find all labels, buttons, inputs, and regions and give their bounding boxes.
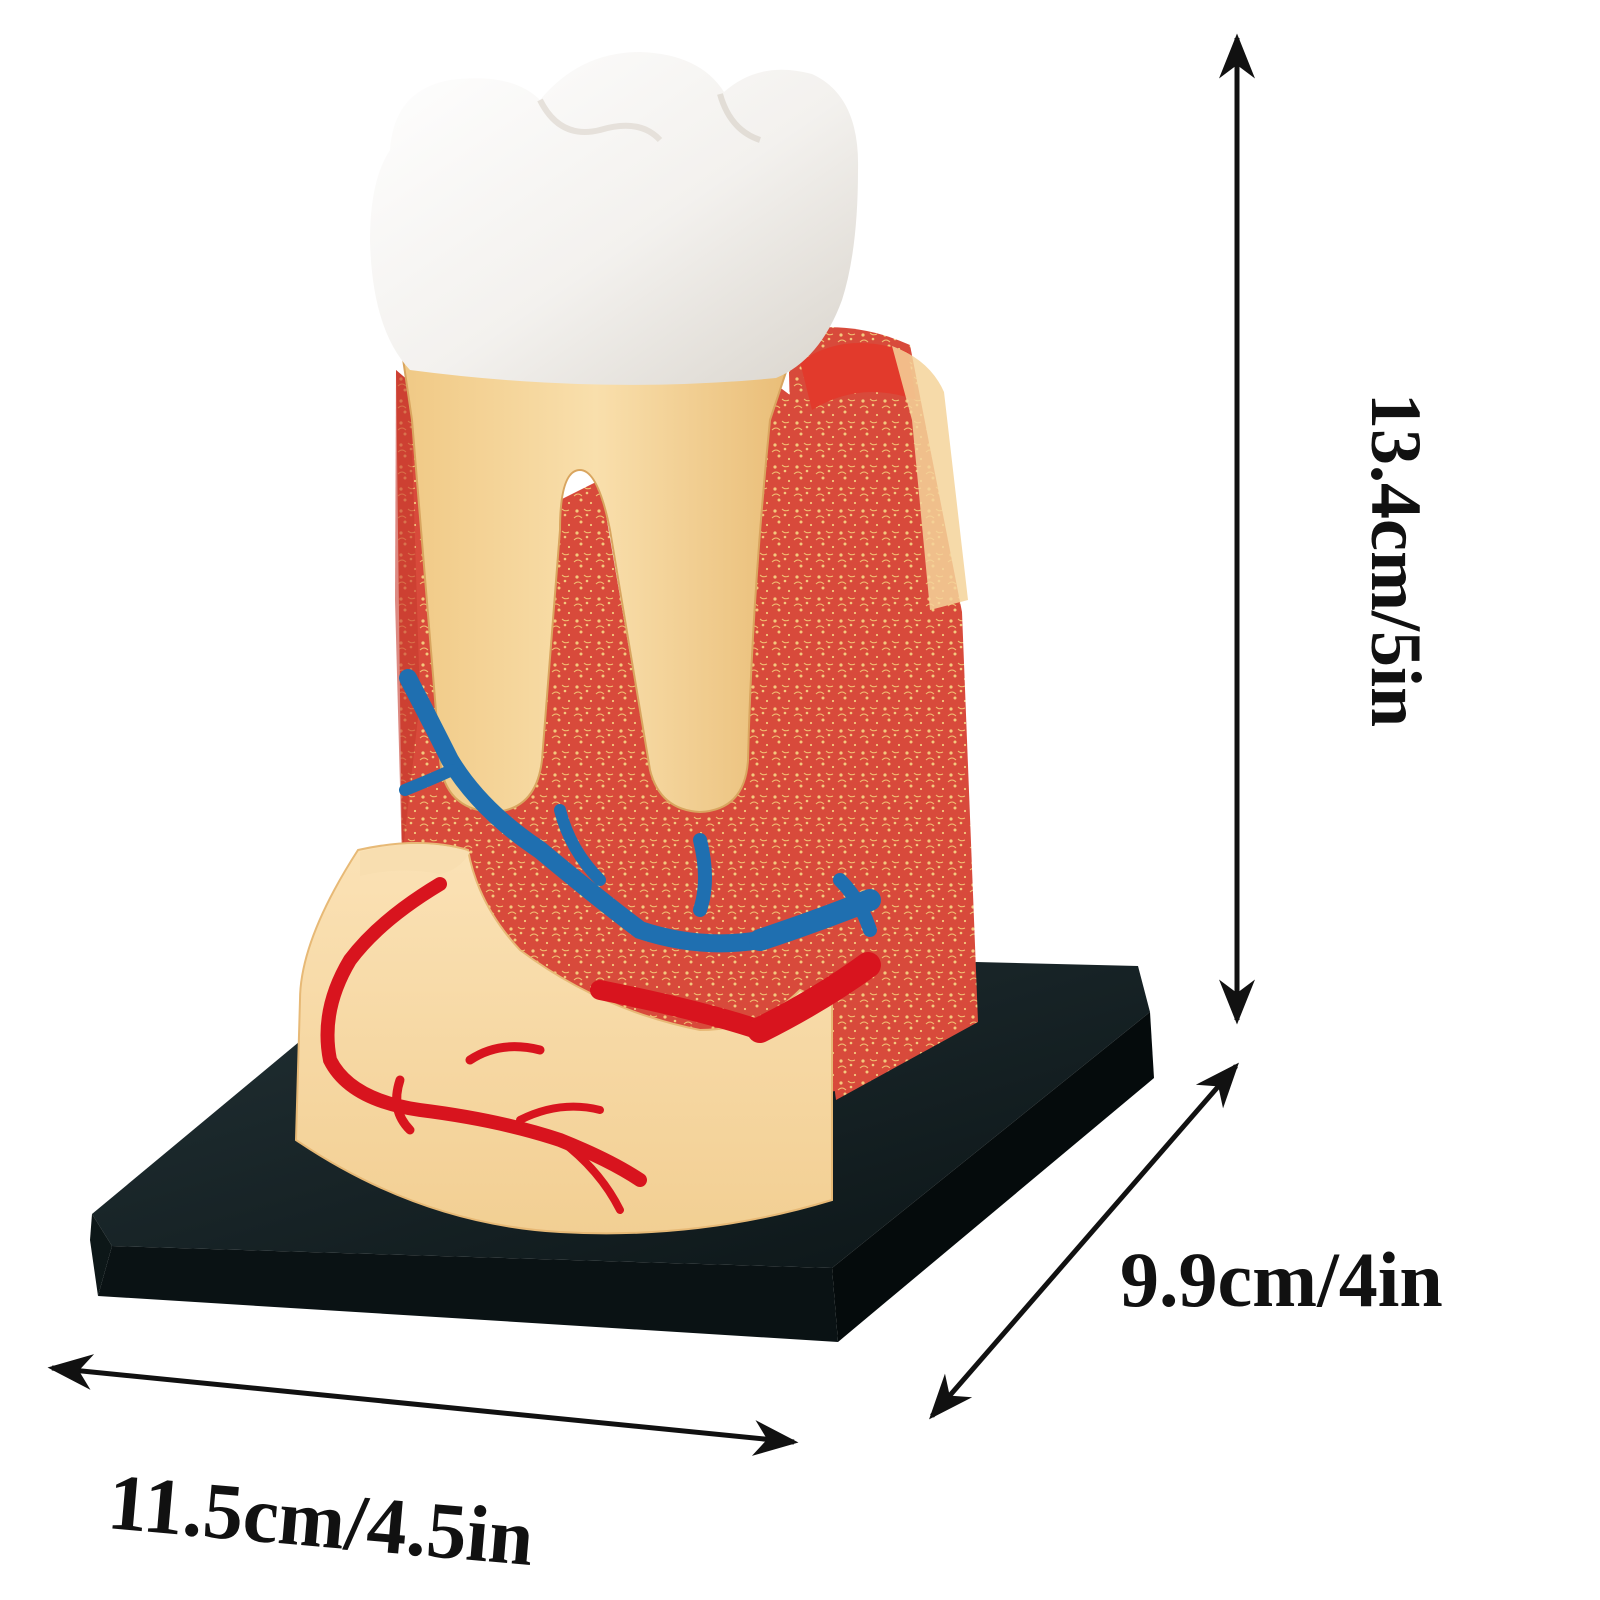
tooth-crown <box>370 52 859 385</box>
height-label: 13.4cm/5in <box>1356 393 1436 727</box>
blood-vein <box>399 669 881 953</box>
depth-arrow-icon <box>929 1062 1239 1420</box>
depth-label: 9.9cm/4in <box>1120 1236 1443 1323</box>
depth-dimension: 9.9cm/4in <box>929 1062 1443 1420</box>
height-dimension: 13.4cm/5in <box>1219 33 1436 1025</box>
width-arrow-icon <box>47 1354 799 1456</box>
blood-artery <box>320 877 881 1214</box>
gum-tissue-block <box>294 842 833 1235</box>
width-label: 11.5cm/4.5in <box>104 1458 537 1583</box>
width-dimension: 11.5cm/4.5in <box>47 1354 799 1583</box>
